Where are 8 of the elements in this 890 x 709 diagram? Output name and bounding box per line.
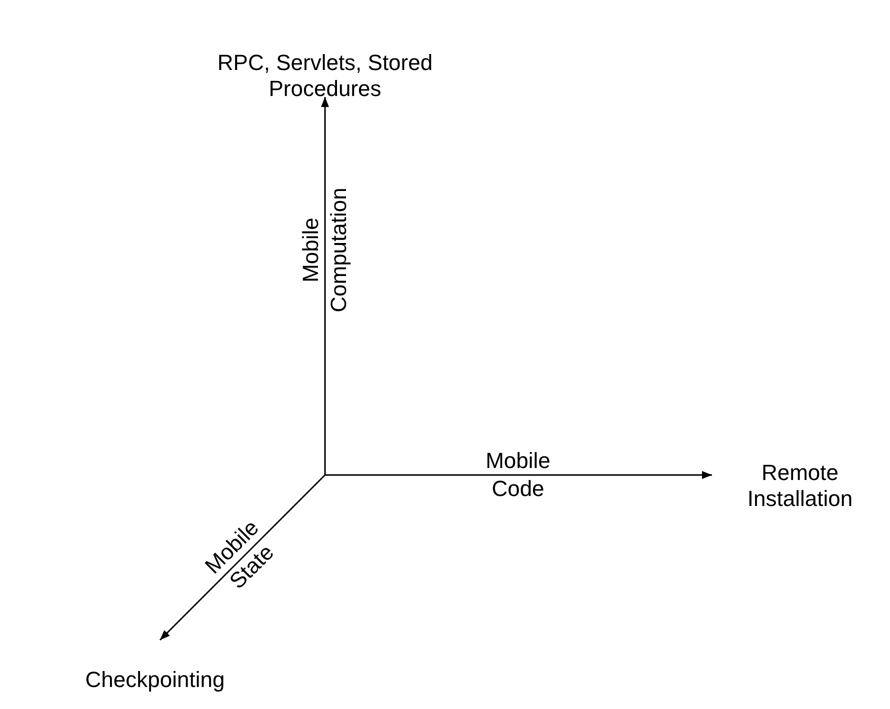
axis-end-label: RPC, Servlets, Stored Procedures	[210, 50, 440, 102]
edge-label: Mobile Code	[484, 447, 552, 503]
edge-label: Mobile Computation	[297, 186, 352, 314]
arrow	[325, 471, 712, 479]
axis-end-label: Remote Installation	[725, 460, 875, 512]
axis-end-label: Checkpointing	[70, 667, 240, 693]
arrow	[159, 474, 326, 641]
arrow	[321, 97, 329, 475]
